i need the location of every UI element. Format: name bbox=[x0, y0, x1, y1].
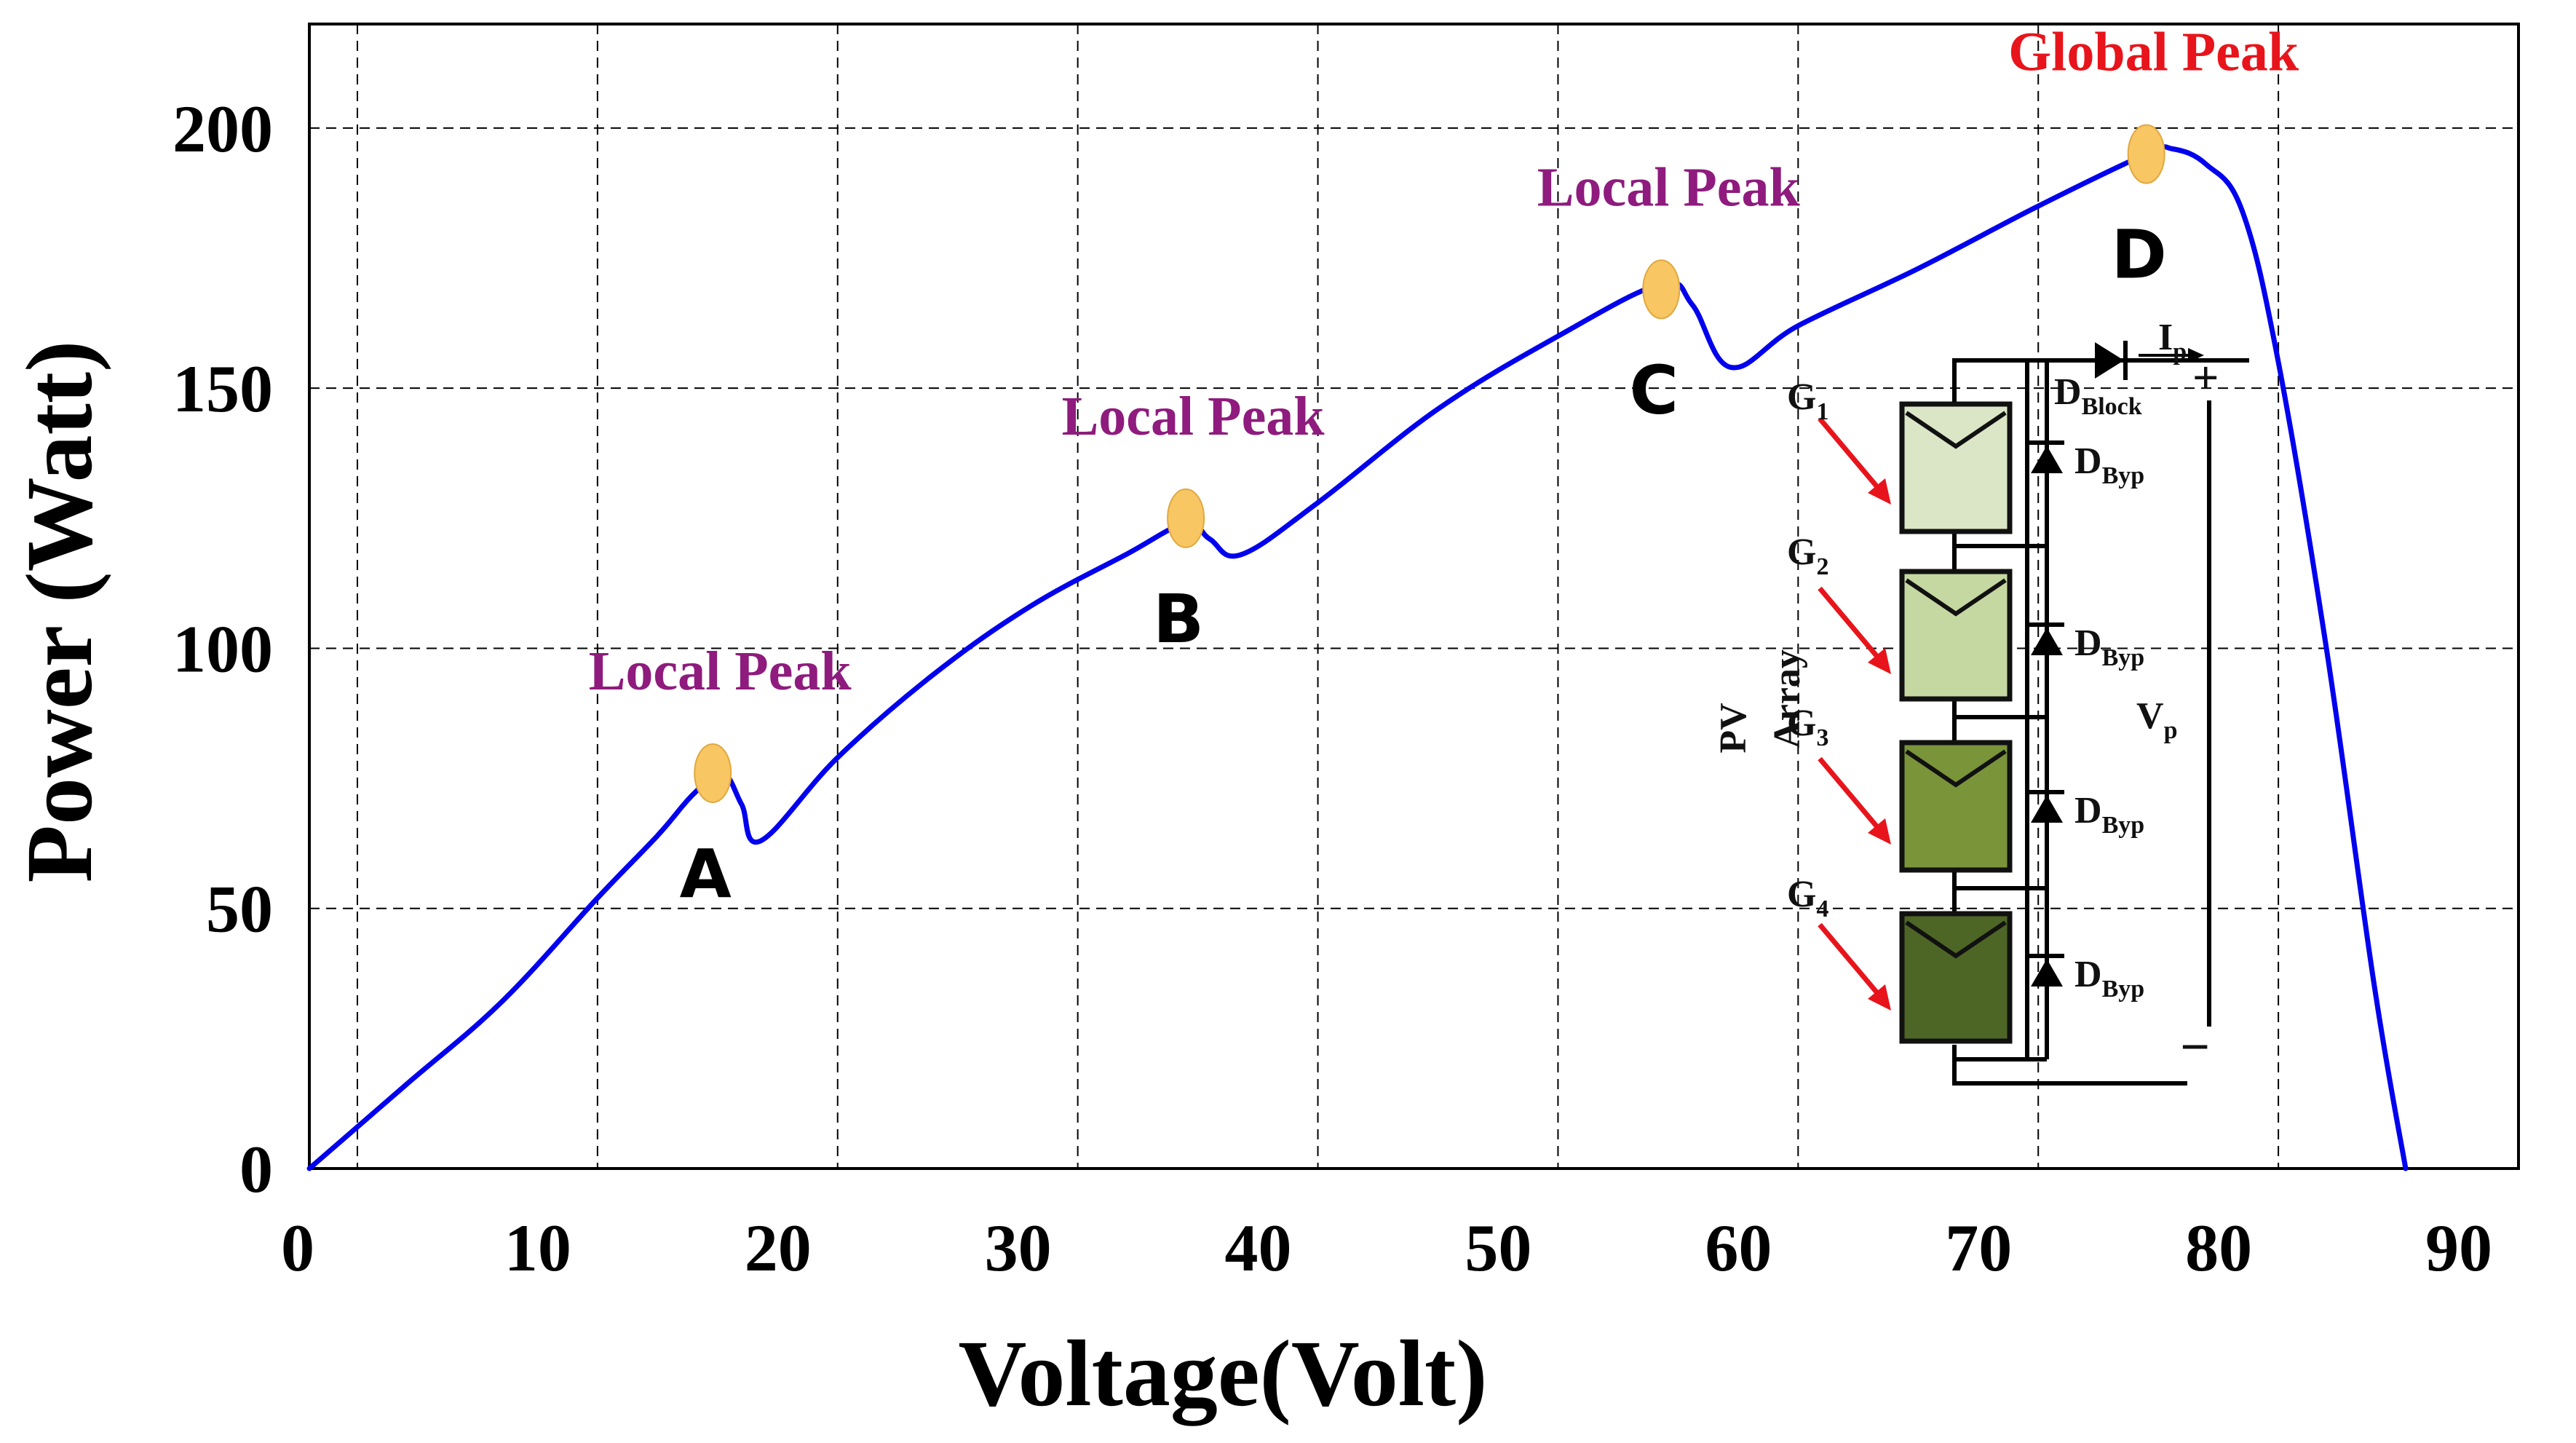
panel-label: G1 bbox=[1787, 376, 1828, 425]
minus-sign: − bbox=[2180, 1018, 2210, 1076]
bypass-diode-icon bbox=[2029, 790, 2064, 823]
bypass-diode-icon bbox=[2029, 954, 2064, 987]
plot-frame bbox=[308, 23, 2520, 1170]
peak-label: Global Peak bbox=[2008, 22, 2299, 83]
bypass-diode-label: DByp bbox=[2074, 440, 2144, 489]
x-tick-label: 90 bbox=[2425, 1211, 2492, 1285]
y-axis-ticks: 0 50 100 150 200 bbox=[173, 92, 273, 1206]
y-tick-label: 50 bbox=[206, 872, 273, 946]
peak-label: Local Peak bbox=[589, 641, 852, 702]
blocking-diode-icon bbox=[2095, 341, 2128, 380]
array-label: Array bbox=[1767, 649, 1808, 748]
peak-point-letter: D bbox=[2111, 216, 2166, 294]
x-tick-label: 70 bbox=[1945, 1211, 2012, 1285]
pv-panel bbox=[1899, 911, 2013, 1044]
peak-label: Local Peak bbox=[1062, 386, 1325, 447]
panel-label: G4 bbox=[1787, 874, 1828, 922]
irradiance-arrowhead-icon bbox=[1868, 818, 1891, 845]
panel-label: G3 bbox=[1787, 703, 1828, 751]
irradiance-arrow bbox=[1818, 922, 1880, 996]
x-tick-label: 0 bbox=[281, 1211, 314, 1285]
peak-point-letter: B bbox=[1153, 580, 1204, 658]
x-tick-label: 80 bbox=[2185, 1211, 2252, 1285]
x-tick-label: 20 bbox=[745, 1211, 812, 1285]
y-tick-label: 200 bbox=[173, 92, 273, 166]
pv-panel bbox=[1899, 401, 2013, 534]
x-tick-label: 40 bbox=[1225, 1211, 1292, 1285]
peak-marker bbox=[1642, 259, 1681, 320]
x-tick-label: 10 bbox=[504, 1211, 571, 1285]
x-tick-label: 50 bbox=[1465, 1211, 1531, 1285]
current-arrowhead-icon bbox=[2188, 348, 2204, 363]
pv-panels bbox=[1899, 401, 2013, 1044]
irradiance-arrowhead-icon bbox=[1868, 984, 1891, 1011]
peak-point-letter: A bbox=[680, 835, 732, 913]
pv-label: PV bbox=[1713, 703, 1754, 753]
bottom-wire bbox=[1952, 1045, 2187, 1086]
pv-panel bbox=[1899, 569, 2013, 702]
irradiance-arrow bbox=[1818, 416, 1880, 490]
irradiance-arrow bbox=[1818, 756, 1880, 830]
irradiance-arrows bbox=[1818, 416, 1891, 1011]
bypass-diode-label: DByp bbox=[2074, 954, 2144, 1003]
y-tick-label: 150 bbox=[173, 352, 273, 426]
y-tick-label: 100 bbox=[173, 612, 273, 686]
bypass-diode-label: DByp bbox=[2074, 790, 2144, 839]
voltage-label: Vp bbox=[2136, 695, 2177, 744]
irradiance-arrowhead-icon bbox=[1868, 648, 1891, 674]
grid-lines bbox=[309, 24, 2519, 1169]
peak-label: Local Peak bbox=[1537, 157, 1801, 218]
y-axis-title: Power (Watt) bbox=[7, 341, 112, 883]
x-tick-label: 60 bbox=[1705, 1211, 1772, 1285]
pv-panel bbox=[1899, 740, 2013, 873]
plus-sign: + bbox=[2192, 352, 2219, 403]
x-axis-ticks: 0 10 20 30 40 50 60 70 80 90 bbox=[281, 1211, 2492, 1285]
irradiance-arrowhead-icon bbox=[1868, 478, 1891, 505]
peak-marker bbox=[2127, 124, 2165, 184]
y-tick-label: 0 bbox=[239, 1132, 273, 1206]
bypass-diode-icon bbox=[2029, 622, 2064, 655]
bypass-diodes bbox=[2029, 440, 2064, 987]
bypass-diode-label: DByp bbox=[2074, 622, 2144, 671]
peak-point-letter: C bbox=[1630, 351, 1679, 429]
blocking-diode-label: DBlock bbox=[2054, 371, 2142, 420]
bypass-diode-icon bbox=[2029, 440, 2064, 473]
peak-marker bbox=[1167, 488, 1205, 548]
irradiance-arrow bbox=[1818, 586, 1880, 660]
current-label: Ip bbox=[2158, 317, 2187, 365]
panel-label: G2 bbox=[1787, 531, 1828, 580]
x-axis-title: Voltage(Volt) bbox=[959, 1321, 1488, 1426]
peak-marker bbox=[694, 743, 732, 803]
x-tick-label: 30 bbox=[985, 1211, 1052, 1285]
